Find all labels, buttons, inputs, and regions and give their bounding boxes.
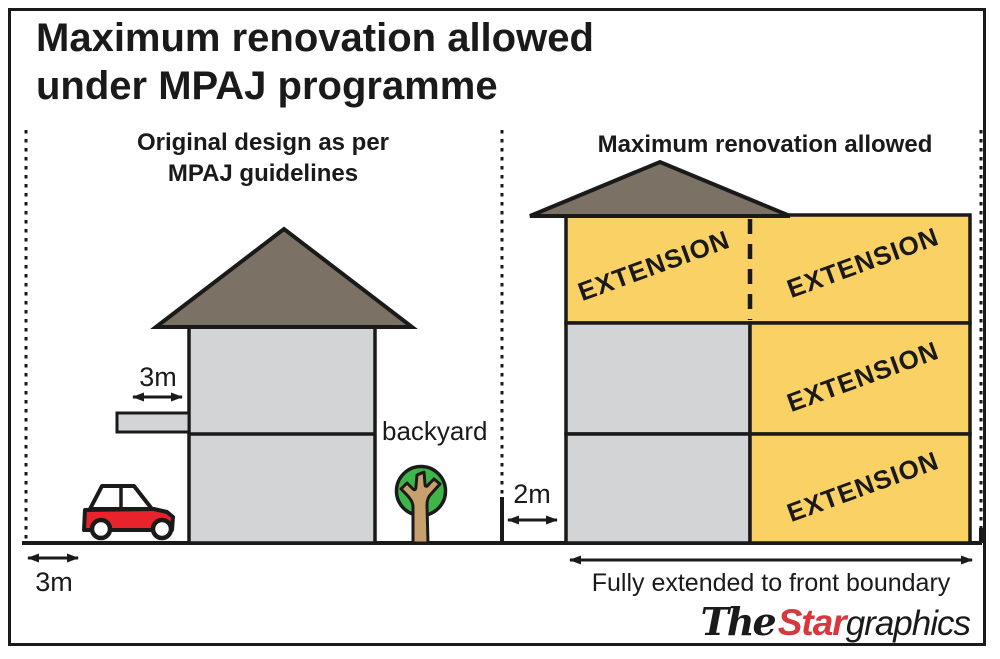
car-wheel-left (89, 517, 113, 541)
ground-floor-original (564, 432, 752, 545)
left-panel-heading-line1: Original design as per (136, 129, 390, 156)
left-panel-heading: Original design as per MPAJ guidelines (105, 127, 421, 189)
porch-depth-label: 3m (139, 362, 177, 392)
backyard-label: backyard (382, 416, 488, 446)
left-panel-heading-line2: MPAJ guidelines (167, 160, 359, 187)
logo-the: The (700, 599, 777, 644)
logo-star: Star (777, 602, 847, 643)
car-icon (82, 484, 175, 541)
front-gap-label: 2m (513, 479, 551, 509)
publisher-logo: The Star graphics (700, 599, 971, 644)
front-setback-label: 3m (35, 567, 73, 597)
tree-icon (394, 464, 448, 545)
top-floor-extension (564, 213, 972, 325)
page-title: Maximum renovation allowed under MPAJ pr… (36, 16, 594, 108)
ground-floor-extension (748, 432, 972, 545)
right-panel-heading: Maximum renovation allowed (597, 131, 933, 158)
house-roof (150, 226, 418, 329)
logo-graphics: graphics (845, 604, 971, 643)
middle-floor-original (564, 321, 752, 436)
car-wheel-right (150, 517, 174, 541)
middle-floor-extension (748, 321, 972, 436)
house-porch (115, 411, 191, 434)
tree-trunk (399, 470, 442, 545)
boundary-span-label: Fully extended to front boundary (591, 569, 951, 597)
frame-border (8, 8, 986, 646)
building-roof (529, 159, 791, 218)
original-house (115, 226, 418, 545)
renovated-building (529, 159, 972, 545)
